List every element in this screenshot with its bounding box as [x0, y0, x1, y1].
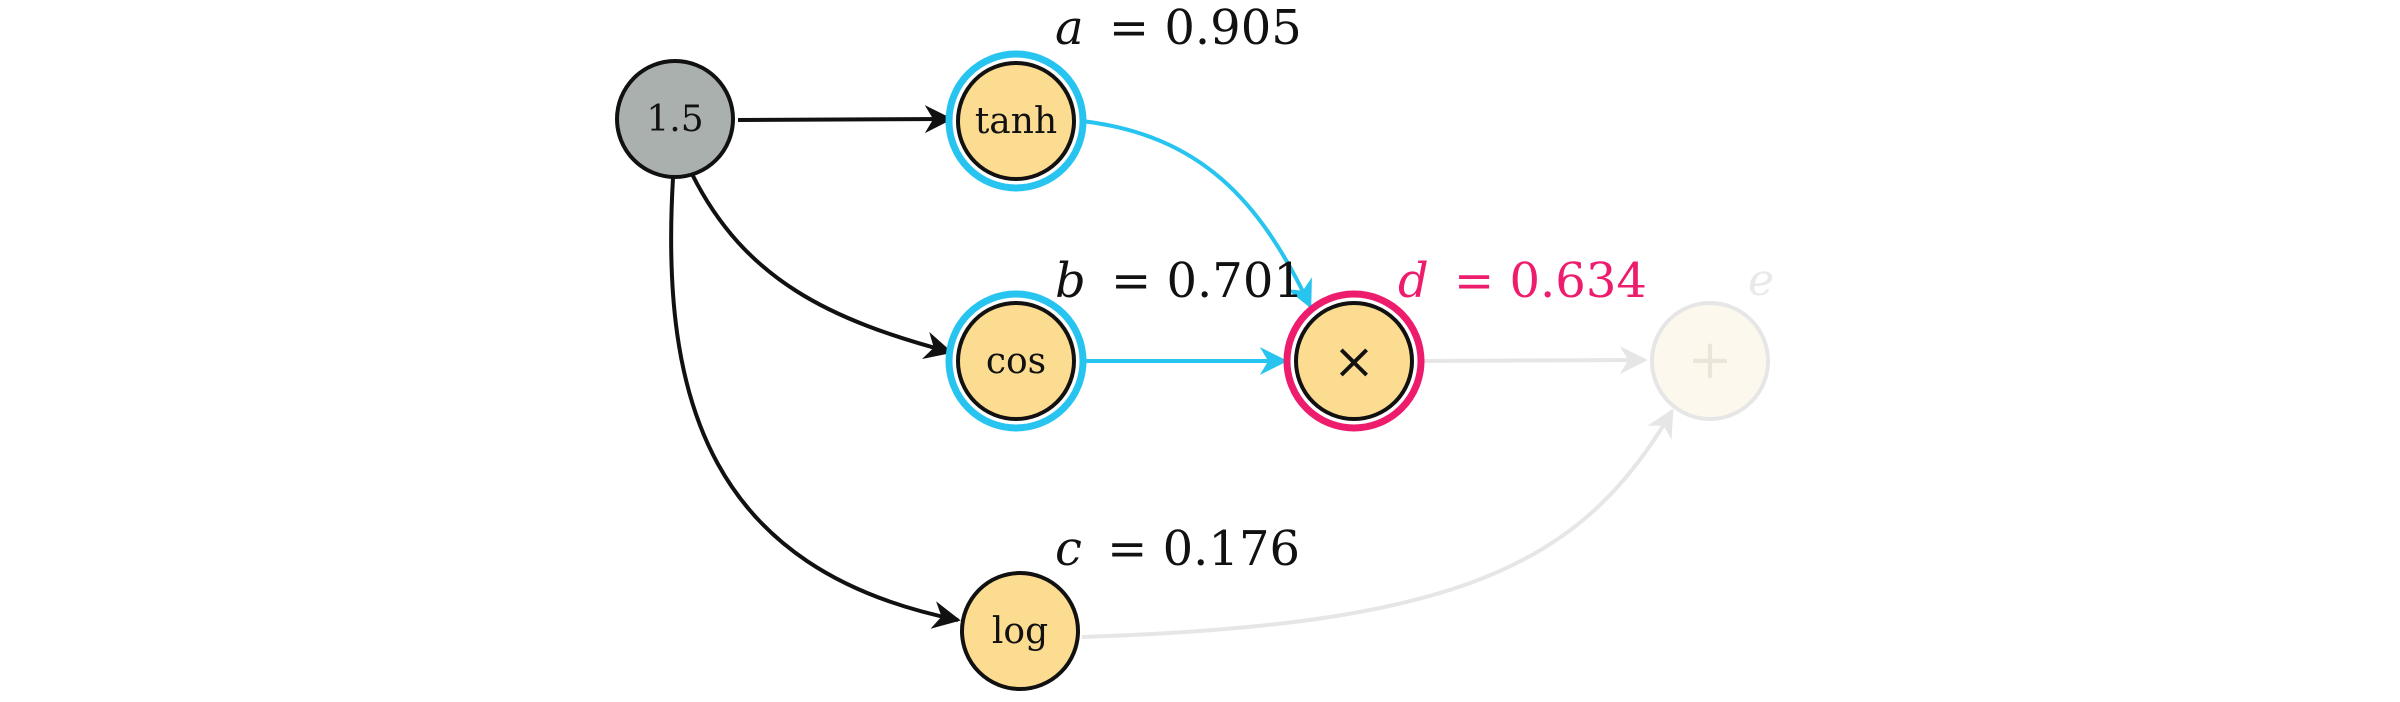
edges — [669, 105, 1674, 639]
edge-multiply-to-add — [1421, 346, 1648, 375]
label-a-value: = 0.905 — [1109, 0, 1302, 56]
label-c-var: c — [1055, 521, 1082, 577]
cos-node: cos — [945, 290, 1087, 432]
label-b-value: = 0.701 — [1111, 253, 1304, 309]
multiply-node-label: × — [1333, 332, 1375, 390]
edge-input-to-cos — [690, 173, 953, 360]
log-node-label: log — [992, 611, 1048, 652]
add-node: + — [1650, 301, 1770, 421]
edge-input-to-tanh — [737, 105, 953, 134]
label-d-value: = 0.634 — [1454, 253, 1647, 309]
tanh-node-label: tanh — [975, 101, 1057, 142]
label-b-var: b — [1055, 253, 1086, 309]
input-node-label: 1.5 — [646, 99, 703, 140]
multiply-node: × — [1283, 290, 1425, 432]
label-c: c = 0.176 — [1055, 521, 1300, 577]
cos-node-label: cos — [986, 341, 1046, 382]
label-d-var: d — [1398, 253, 1429, 309]
label-e: e — [1748, 255, 1774, 306]
log-node: log — [960, 571, 1080, 691]
edge-tanh-to-multiply — [1081, 119, 1312, 309]
tanh-node: tanh — [945, 50, 1087, 192]
label-a: a = 0.905 — [1055, 0, 1302, 56]
add-node-label: + — [1687, 328, 1732, 391]
label-d: d = 0.634 — [1398, 253, 1647, 309]
label-b: b = 0.701 — [1055, 253, 1304, 309]
label-e-var: e — [1748, 255, 1774, 306]
edge-input-to-log — [669, 177, 961, 629]
label-c-value: = 0.176 — [1107, 521, 1300, 577]
edge-log-to-add — [1081, 408, 1674, 639]
input-node: 1.5 — [615, 59, 735, 179]
label-a-var: a — [1055, 0, 1084, 56]
